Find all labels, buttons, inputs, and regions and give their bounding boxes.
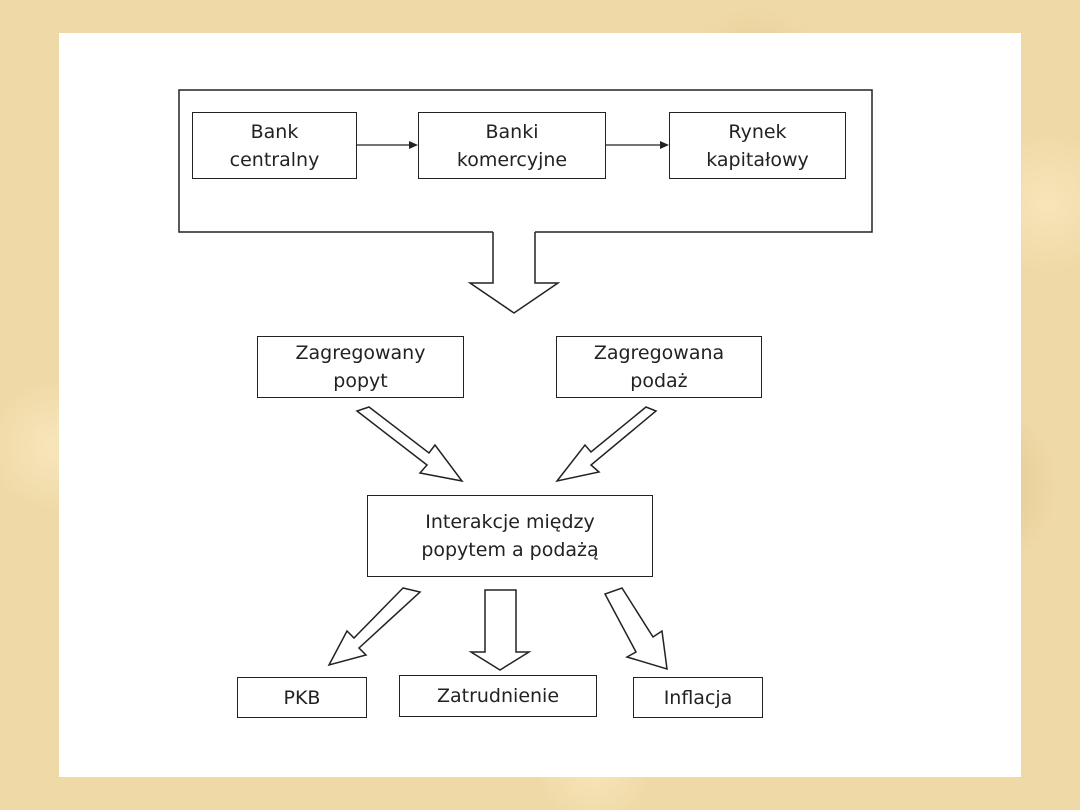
banki-komercyjne-label: Banki komercyjne	[456, 120, 568, 171]
zatrudnienie-box: Zatrudnienie	[399, 675, 597, 717]
zagregowana-podaz-box: Zagregowana podaż	[556, 336, 762, 398]
inflacja-box: Inflacja	[633, 677, 763, 718]
monetary-system-frame	[178, 89, 873, 233]
arrowhead-banki-to-rynek	[660, 141, 669, 149]
arrow-interaction-to-inflacja	[603, 587, 668, 671]
arrow-popyt-to-interaction	[355, 406, 464, 483]
pkb-box: PKB	[237, 677, 367, 718]
zagregowana-podaz-label: Zagregowana podaż	[593, 342, 725, 392]
arrow-interaction-to-zatrudnienie	[468, 589, 532, 671]
bank-centralny-label: Bank centralny	[229, 120, 320, 171]
inflacja-label: Inflacja	[663, 686, 733, 709]
interaction-box: Interakcje między popytem a podażą	[367, 495, 653, 577]
zagregowany-popyt-box: Zagregowany popyt	[257, 336, 464, 398]
banki-komercyjne-box: Banki komercyjne	[418, 112, 606, 179]
arrowhead-bank-to-banki	[409, 141, 418, 149]
rynek-kapitalowy-label: Rynek kapitałowy	[706, 120, 809, 171]
interaction-label: Interakcje między popytem a podażą	[421, 511, 599, 561]
arrow-podaz-to-interaction	[555, 406, 658, 483]
big-down-arrow	[467, 232, 561, 314]
arrow-interaction-to-pkb	[327, 587, 422, 667]
rynek-kapitalowy-box: Rynek kapitałowy	[669, 112, 846, 179]
zagregowany-popyt-label: Zagregowany popyt	[295, 342, 426, 392]
pkb-label: PKB	[283, 686, 321, 709]
zatrudnienie-label: Zatrudnienie	[436, 685, 560, 707]
bank-centralny-box: Bank centralny	[192, 112, 357, 179]
